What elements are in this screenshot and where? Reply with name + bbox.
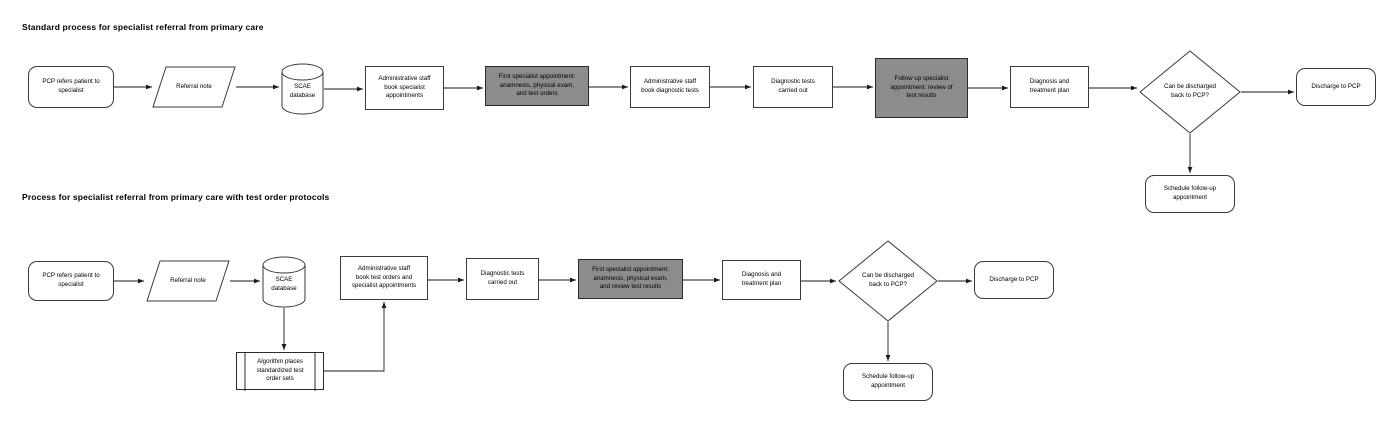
node-discharge-to-pcp-row2[interactable]: Discharge to PCP [974, 261, 1054, 299]
node-label: Diagnosis and treatment plan [741, 271, 782, 287]
node-label: Algorithm places standardized test order… [256, 358, 304, 383]
node-diagnosis-and-treatment-plan-row2[interactable]: Diagnosis and treatment plan [722, 260, 801, 300]
node-first-specialist-appointment-row1[interactable]: First specialist appointment: anamnesis,… [485, 66, 589, 106]
node-diagnostic-tests-carried-out-row1[interactable]: Diagnostic tests carried out [753, 66, 833, 108]
node-diagnosis-and-treatment-plan-row1[interactable]: Diagnosis and treatment plan [1010, 66, 1089, 108]
diamond-shape [838, 240, 938, 322]
node-discharge-to-pcp-row1[interactable]: Discharge to PCP [1296, 68, 1376, 106]
node-pcp-refers-patient-row2[interactable]: PCP refers patient to specialist [28, 261, 114, 301]
node-schedule-follow-up-appointment-row1[interactable]: Schedule follow-up appointment [1145, 175, 1235, 213]
node-pcp-refers-patient-row1[interactable]: PCP refers patient to specialist [28, 66, 114, 108]
node-can-be-discharged-decision-row1[interactable]: Can be discharged back to PCP? [1139, 50, 1241, 134]
node-label: Discharge to PCP [1311, 82, 1361, 90]
node-first-specialist-appointment-row2[interactable]: First specialist appointment: anamnesis,… [578, 259, 683, 299]
predefined-process-shape [244, 353, 316, 391]
node-label: Can be discharged back to PCP? [862, 272, 914, 288]
node-label: PCP refers patient to specialist [42, 78, 100, 94]
node-algorithm-places-test-order-sets-row2[interactable]: Algorithm places standardized test order… [236, 352, 324, 391]
section-title-standard-process: Standard process for specialist referral… [22, 22, 264, 32]
node-follow-up-specialist-appointment-row1[interactable]: Follow up specialist appointment: review… [875, 58, 968, 118]
node-scae-database-row2[interactable]: SCAE database [262, 256, 306, 308]
node-label: Schedule follow-up appointment [861, 373, 915, 389]
node-schedule-follow-up-appointment-row2[interactable]: Schedule follow-up appointment [843, 363, 933, 401]
node-scae-database-row1[interactable]: SCAE database [281, 63, 324, 115]
database-cylinder-icon [262, 256, 306, 308]
node-label: Diagnosis and treatment plan [1029, 78, 1070, 94]
node-label: Discharge to PCP [989, 275, 1039, 283]
node-label: SCAE database [289, 83, 316, 99]
node-admin-book-specialist-appointments-row1[interactable]: Administrative staff book specialist app… [365, 66, 444, 110]
node-label: Can be discharged back to PCP? [1164, 83, 1216, 99]
database-cylinder-icon [281, 63, 324, 115]
node-label: Administrative staff book specialist app… [378, 75, 431, 100]
node-label: Administrative staff book diagnostic tes… [641, 78, 699, 94]
node-diagnostic-tests-carried-out-row2[interactable]: Diagnostic tests carried out [466, 258, 539, 300]
node-label: Administrative staff book test orders an… [351, 265, 417, 290]
node-admin-book-test-orders-row2[interactable]: Administrative staff book test orders an… [340, 256, 428, 300]
node-can-be-discharged-decision-row2[interactable]: Can be discharged back to PCP? [838, 240, 938, 322]
parallelogram-shape [146, 260, 230, 302]
node-label: Follow up specialist appointment: review… [890, 75, 953, 100]
node-label: Diagnostic tests carried out [480, 270, 525, 286]
node-label: PCP refers patient to specialist [42, 272, 100, 288]
edge-r2-algorithm-to-admin [324, 302, 387, 372]
node-label: Diagnostic tests carried out [771, 78, 815, 94]
section-title-protocol-process: Process for specialist referral from pri… [22, 192, 330, 202]
node-admin-book-diagnostic-tests-row1[interactable]: Administrative staff book diagnostic tes… [630, 66, 710, 108]
parallelogram-shape [152, 66, 236, 108]
node-label: First specialist appointment: anamnesis,… [592, 266, 669, 291]
node-label: Referral note [176, 82, 212, 90]
node-label: First specialist appointment: anamnesis,… [498, 73, 576, 98]
node-label: SCAE database [271, 276, 297, 292]
node-referral-note-row1[interactable]: Referral note [152, 66, 236, 108]
diamond-shape [1139, 50, 1241, 134]
node-referral-note-row2[interactable]: Referral note [146, 260, 230, 302]
node-label: Schedule follow-up appointment [1163, 185, 1217, 201]
node-label: Referral note [170, 276, 206, 284]
